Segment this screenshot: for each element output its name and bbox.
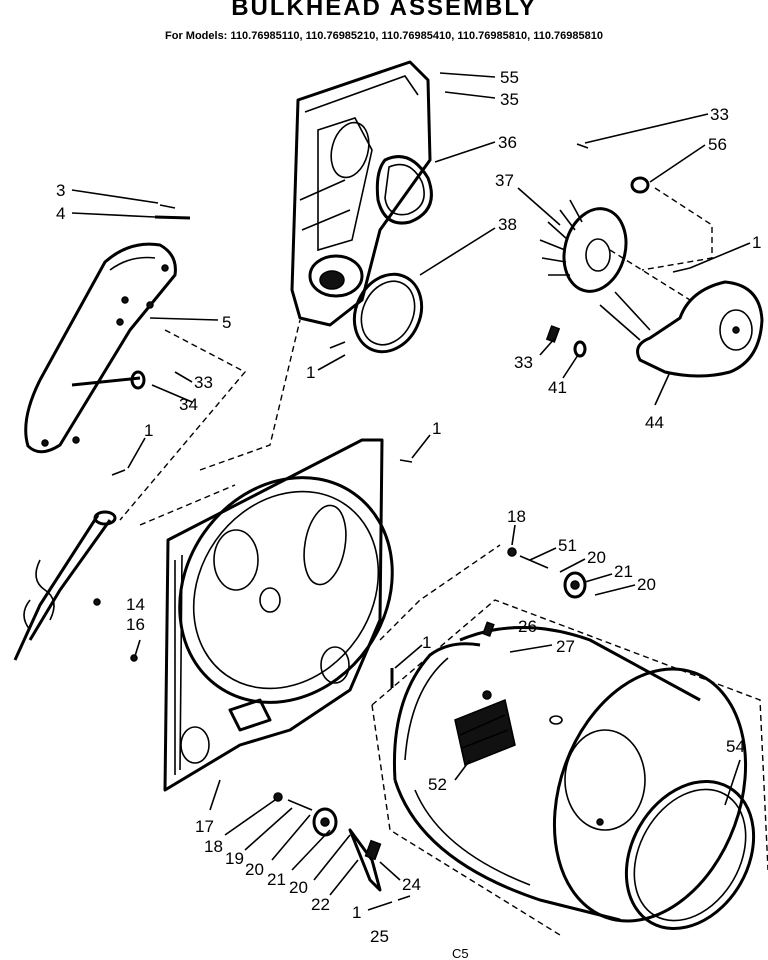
callout-1-top: 1 [306,363,315,382]
bracket-34 [71,370,146,390]
drum-guide-box [371,599,768,936]
callout-20-bottom-2: 20 [289,878,308,897]
callout-55: 55 [500,68,519,87]
callout-17: 17 [195,817,214,836]
callout-33-left: 33 [194,373,213,392]
nut-56 [630,176,650,194]
callout-52: 52 [428,775,447,794]
callout-24: 24 [402,875,421,894]
callout-54: 54 [726,737,745,756]
callout-27: 27 [556,637,575,656]
callout-5: 5 [222,313,231,332]
rear-duct-part [290,60,432,327]
misc-screws [93,341,495,901]
callout-26: 26 [518,617,537,636]
footer-code: C5 [452,946,469,960]
callout-20-right-1: 20 [587,548,606,567]
callout-20-bottom-1: 20 [245,860,264,879]
screws-3-4 [154,204,191,220]
callout-16: 16 [126,615,145,634]
callout-21-right: 21 [614,562,633,581]
roller-assembly-bottom [273,792,382,892]
callout-35: 35 [500,90,519,109]
roller-assembly-right [507,547,587,599]
callout-25: 25 [370,927,389,946]
callout-18-bottom: 18 [204,837,223,856]
callout-1-center: 1 [422,633,431,652]
callout-37: 37 [495,171,514,190]
callout-41: 41 [548,378,567,397]
callout-51: 51 [558,536,577,555]
left-cover-5 [24,242,177,454]
callout-19: 19 [225,849,244,868]
left-panel-guide [119,329,247,526]
callout-labels: 55 35 36 38 1 33 56 37 1 33 41 44 3 4 5 … [56,68,761,946]
callout-22: 22 [311,895,330,914]
callout-44: 44 [645,413,664,432]
duct-seal-36 [375,155,433,225]
callout-3: 3 [56,181,65,200]
leader-lines [71,72,751,911]
callout-33-mid: 33 [514,353,533,372]
fan-assembly-guide [609,187,713,301]
callout-14: 14 [126,595,145,614]
callout-1-bulk: 1 [432,419,441,438]
callout-36: 36 [498,133,517,152]
callout-34: 34 [179,395,198,414]
small-fasteners-fan [545,143,691,358]
callout-38: 38 [498,215,517,234]
blower-wheel-37 [539,199,628,293]
callout-20-right-2: 20 [637,575,656,594]
callout-1-left: 1 [144,421,153,440]
callout-1-bottom: 1 [352,903,361,922]
bulkhead-guide [199,319,501,641]
blower-housing-44 [599,280,764,378]
bulkhead-panel-17 [163,438,394,792]
drum-seal-54 [624,779,756,931]
models-line: For Models: 110.76985110, 110.76985210, … [165,30,603,42]
seal-ring-38 [352,272,424,354]
callout-4: 4 [56,204,65,223]
callout-56: 56 [708,135,727,154]
callout-1-fan: 1 [752,233,761,252]
callout-33-top: 33 [710,105,729,124]
wire-harness [13,510,117,661]
callout-21-bottom: 21 [267,870,286,889]
drum-part [392,626,748,923]
callout-18-right: 18 [507,507,526,526]
diagram-title: BULKHEAD ASSEMBLY [231,0,537,21]
